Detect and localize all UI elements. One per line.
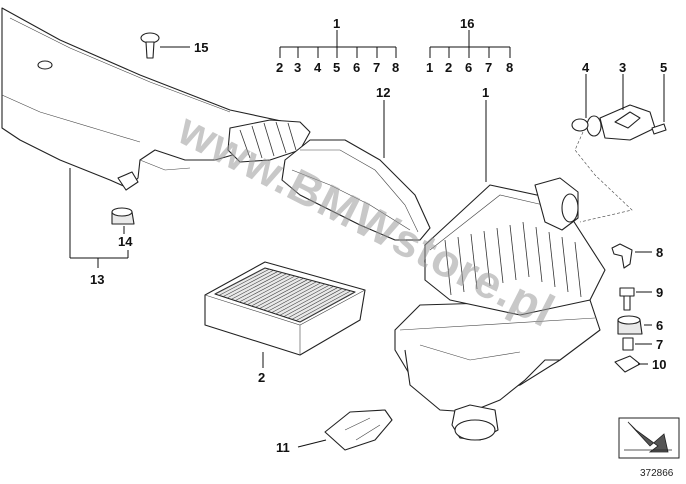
callout-4: 4	[582, 60, 590, 75]
group-1-item: 7	[373, 60, 380, 75]
group-16-item: 1	[426, 60, 433, 75]
group-16-item: 2	[445, 60, 452, 75]
lid-rib	[509, 224, 517, 281]
grommet-part-14	[111, 207, 135, 225]
leader-lines	[69, 30, 665, 448]
filter-pleat	[279, 286, 334, 316]
group-16-item: 7	[485, 60, 492, 75]
callout-12: 12	[376, 85, 390, 100]
filter-pleat	[259, 280, 313, 309]
callout-8: 8	[656, 245, 663, 260]
filter-pleat	[239, 274, 291, 303]
intake-duct	[1, 7, 311, 191]
lid-rib	[483, 230, 491, 287]
drawing-number: 372866	[640, 468, 674, 479]
filter-pleat	[291, 289, 347, 320]
nut-part-10	[614, 355, 641, 373]
bracket-part-11	[324, 409, 393, 451]
callout-14: 14	[118, 234, 133, 249]
pin-clip-part-15	[140, 32, 160, 59]
bolt-part-9	[619, 287, 635, 311]
filter-pleat	[255, 279, 308, 308]
filter-pleat	[222, 270, 274, 297]
filter-pleat	[271, 283, 326, 313]
filter-pleat	[275, 284, 330, 315]
filter-pleat	[287, 288, 343, 319]
lid-rib	[574, 241, 582, 298]
filter-pleat	[227, 271, 278, 299]
filter-pleat	[295, 290, 351, 321]
group-1-item: 6	[353, 60, 360, 75]
group-1-item: 3	[294, 60, 301, 75]
bush-part-7	[622, 337, 634, 351]
o-ring-part-4	[571, 118, 589, 132]
callout-10: 10	[652, 357, 666, 372]
callout-13: 13	[90, 272, 104, 287]
filter-pleat	[267, 282, 321, 312]
group-16-item: 6	[465, 60, 472, 75]
air-cleaner-housing-part-1	[394, 177, 606, 441]
callout-16-top: 16	[460, 16, 474, 31]
filter-pleat	[299, 291, 356, 323]
lid-rib	[457, 236, 465, 293]
lid-rib	[522, 221, 530, 278]
group-16-item: 8	[506, 60, 513, 75]
callout-11: 11	[276, 440, 290, 455]
filter-pleat	[247, 276, 300, 305]
filter-pleat	[283, 287, 338, 317]
rubber-mount-part-6	[617, 315, 643, 335]
filter-pleat	[231, 272, 283, 300]
callout-15: 15	[194, 40, 208, 55]
filter-pleat	[251, 278, 304, 307]
callout-1-top: 1	[333, 16, 340, 31]
group-1-item: 2	[276, 60, 283, 75]
group-1-items: 2 3 4 5 6 7 8	[276, 60, 399, 75]
callout-2: 2	[258, 370, 265, 385]
air-filter-part-2	[204, 261, 366, 356]
group-1-item: 8	[392, 60, 399, 75]
callout-6: 6	[656, 318, 663, 333]
orientation-arrow-icon	[618, 417, 680, 459]
callout-5: 5	[660, 60, 667, 75]
filter-pleat	[214, 267, 266, 295]
lid-rib	[535, 226, 543, 283]
lid-rib	[496, 227, 504, 284]
callout-numbers: 15 1 16 2 3 4 5 6 7 8 1 2 6 7 8 12 1 4 3…	[90, 16, 667, 455]
group-1-item: 5	[333, 60, 340, 75]
callout-1-main: 1	[482, 85, 489, 100]
clip-part-8	[611, 243, 633, 269]
lid-rib	[561, 236, 569, 293]
callout-7: 7	[656, 337, 663, 352]
screw-part-5	[651, 123, 667, 135]
group-16-items: 1 2 6 7 8	[426, 60, 513, 75]
callout-3: 3	[619, 60, 626, 75]
lid-rib	[444, 239, 452, 296]
group-1-item: 4	[314, 60, 322, 75]
filter-pleat	[263, 281, 317, 311]
callout-9: 9	[656, 285, 663, 300]
air-mass-sensor-part-3	[586, 104, 656, 141]
filter-pleat	[235, 273, 287, 301]
lid-rib	[470, 233, 478, 290]
filter-pleat	[243, 275, 296, 304]
lid-rib	[548, 231, 556, 288]
filter-pleat	[218, 268, 270, 296]
intake-snout-part-12	[281, 139, 431, 241]
